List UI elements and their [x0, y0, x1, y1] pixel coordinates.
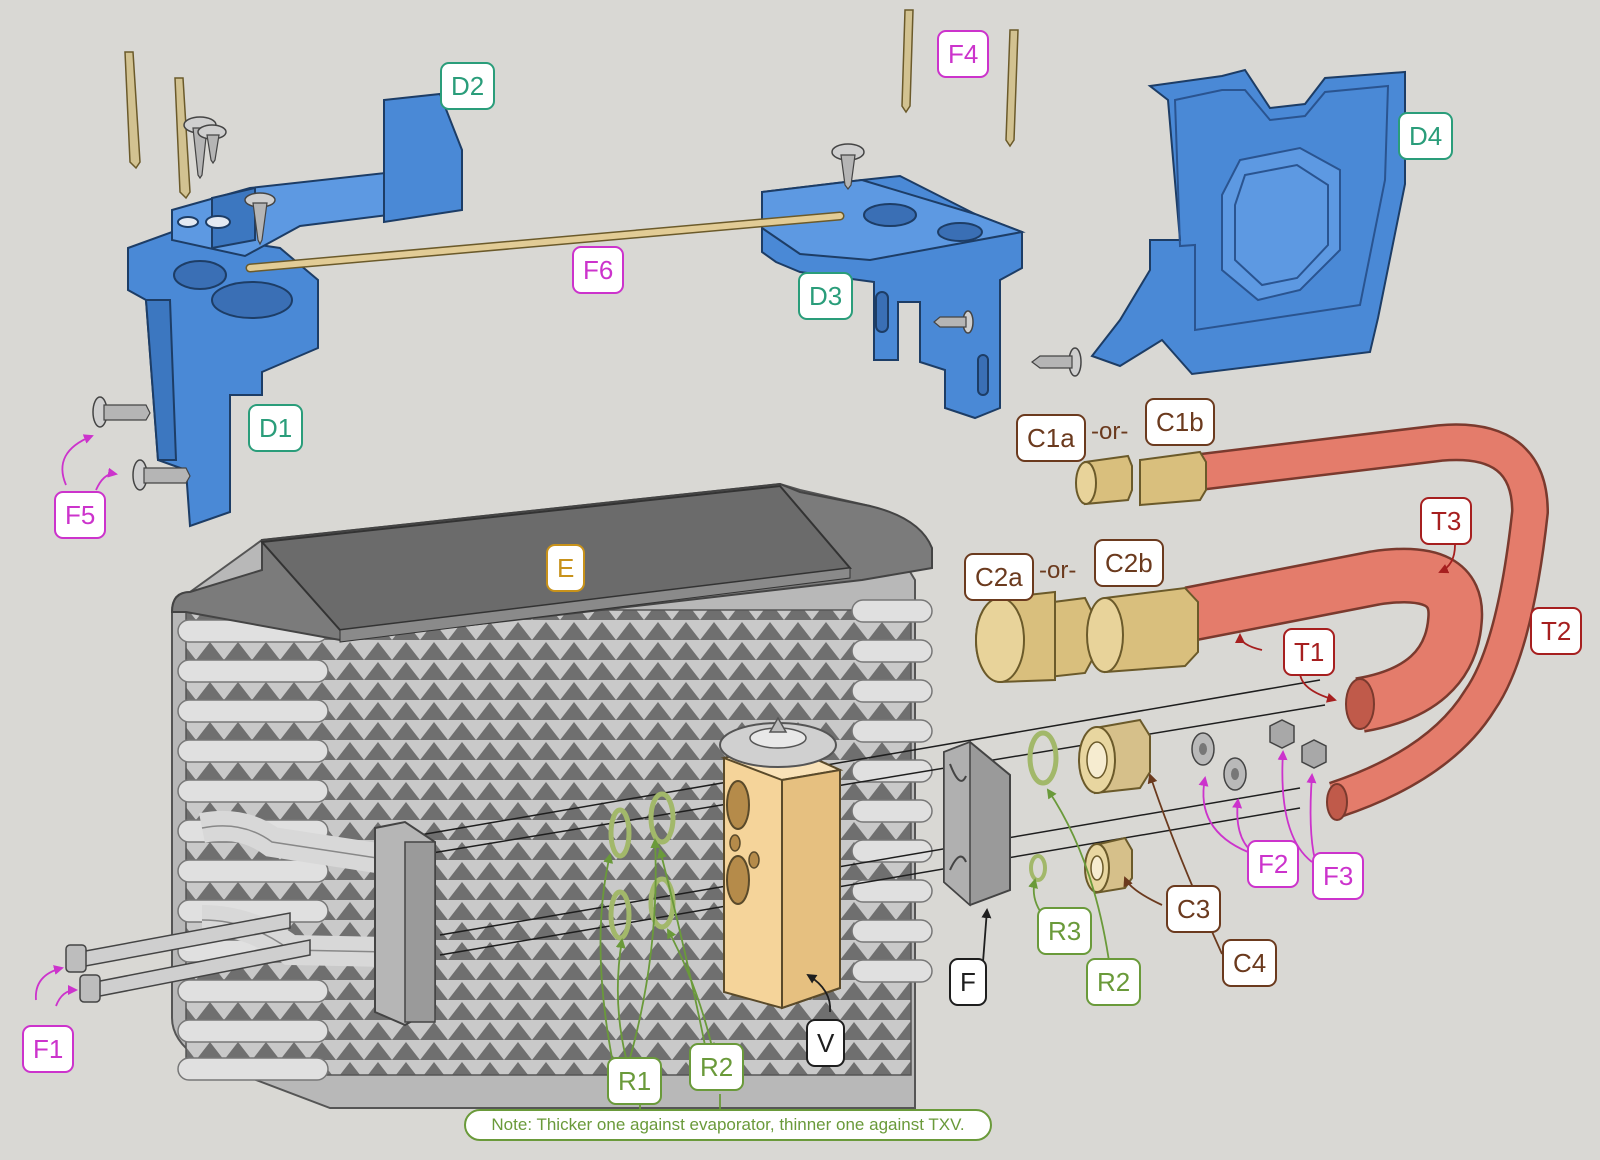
label-C2b: C2b — [1094, 539, 1164, 587]
separator-c2: -or- — [1039, 557, 1077, 584]
label-F3: F3 — [1312, 852, 1365, 900]
bracket-d1 — [127, 92, 463, 528]
label-R3: R3 — [1037, 907, 1093, 955]
label-T3: T3 — [1420, 497, 1473, 545]
label-C1a: C1a — [1016, 414, 1086, 462]
label-C3: C3 — [1166, 885, 1222, 933]
brass-connectors — [975, 450, 1207, 684]
o-ring-note: Note: Thicker one against evaporator, th… — [464, 1109, 992, 1141]
small-fittings — [1027, 718, 1327, 895]
label-R2-right: R2 — [1086, 958, 1142, 1006]
label-D3: D3 — [798, 272, 854, 320]
label-F5: F5 — [54, 491, 107, 539]
label-D1: D1 — [248, 404, 304, 452]
bracket-d3 — [761, 174, 1026, 420]
label-E: E — [546, 544, 586, 592]
label-C4: C4 — [1222, 939, 1278, 987]
label-T2: T2 — [1530, 607, 1583, 655]
label-C1b: C1b — [1145, 398, 1215, 446]
expansion-valve — [719, 716, 844, 1010]
tie-rod — [245, 211, 845, 273]
cover-d4 — [1090, 68, 1406, 376]
label-R1: R1 — [607, 1057, 663, 1105]
label-F6: F6 — [572, 246, 625, 294]
label-C2a: C2a — [964, 553, 1034, 601]
label-D2: D2 — [440, 62, 496, 110]
assembly-lines — [419, 679, 1326, 956]
label-F2: F2 — [1247, 840, 1300, 888]
label-R2-left: R2 — [689, 1043, 745, 1091]
separator-c1: -or- — [1091, 418, 1129, 445]
label-D4: D4 — [1398, 112, 1454, 160]
label-F: F — [949, 958, 987, 1006]
label-V: V — [806, 1019, 846, 1067]
screws — [92, 9, 1082, 491]
label-F4: F4 — [937, 30, 990, 78]
copper-tubes — [1184, 423, 1550, 821]
label-T1: T1 — [1283, 628, 1336, 676]
label-F1: F1 — [22, 1025, 75, 1073]
flange-plate — [943, 740, 1011, 907]
long-bolts — [65, 912, 311, 1003]
